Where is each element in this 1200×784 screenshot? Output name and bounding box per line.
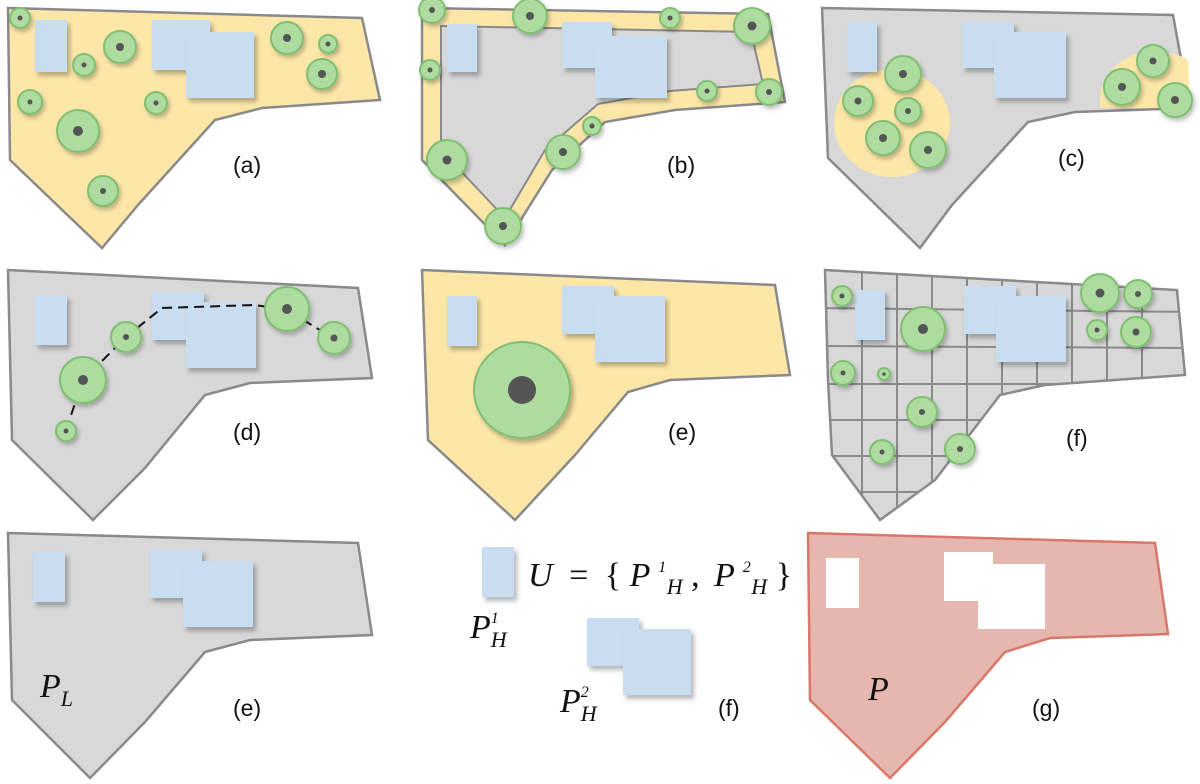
tree [419,59,441,81]
tree [696,80,718,102]
panel-c: (c) [820,6,1193,250]
label-P: P [867,671,889,708]
tree [103,30,137,64]
building-p2b [186,32,254,98]
label-PL: PL [39,668,73,711]
panel-label-d: (d) [233,419,261,445]
building-p1 [847,22,877,72]
tree [900,306,946,352]
tree [1136,44,1170,78]
tree [306,58,338,90]
building-p2b [183,561,253,627]
building-p1 [35,20,67,72]
panel-label-c: (c) [1058,145,1085,171]
tree [582,116,602,136]
tree [317,321,351,355]
panel-label-f-top: (f) [1066,425,1088,451]
legend-equation: U = { P 1 H , P 2 H } [528,543,792,602]
panel-label-f-bottom: (f) [718,695,740,721]
result-polygon [806,531,1170,780]
tree [1103,68,1141,106]
tree [884,55,922,93]
tree [545,134,581,170]
tree [906,396,938,428]
building-p1 [33,552,65,602]
hole-p2 [944,552,1045,629]
panel-a: (a) [6,6,382,250]
parcel-polygon [6,268,374,522]
tree [1157,82,1193,118]
tree [1123,279,1153,309]
building-p1 [447,296,477,346]
legend-building-p2b [623,629,691,695]
tree [418,0,446,24]
tree [865,120,901,156]
tree-group [842,44,1193,169]
tree [1086,319,1108,341]
tree [659,7,681,29]
building-p1 [35,295,67,345]
panel-e-top: (e) [420,268,792,522]
building-p2b [994,32,1066,98]
tree [270,21,304,55]
tree [484,207,522,245]
building-p2b [595,296,665,362]
tree [17,89,43,115]
tree [318,34,338,54]
panel-label-e-bottom: (e) [233,695,261,721]
panel-label-e-top: (e) [668,419,696,445]
building-p2b [595,36,667,98]
building-p1 [855,290,885,340]
building-p2b [996,296,1066,362]
panel-b: (b) [418,0,787,248]
tree [944,433,976,465]
tree-group [418,0,783,245]
panel-g: P (g) [806,531,1170,780]
tree [56,109,100,153]
tree [831,285,853,307]
hole-p1 [826,558,859,608]
tree-group [55,286,351,442]
tree [55,420,77,442]
panel-e-bottom: PL (e) [6,531,374,780]
tree [909,131,947,169]
parcel-polygon [420,268,792,522]
tree [144,91,168,115]
panel-f-top: (f) [823,268,1187,522]
panel-label-g: (g) [1032,695,1060,721]
tree [9,7,31,29]
tree [830,360,856,386]
building-p1 [447,24,477,72]
tree [264,286,310,332]
panel-label-b: (b) [667,152,695,178]
parcel-polygon [6,531,374,780]
tree [842,85,874,117]
legend-building-p1 [482,547,514,597]
tree [87,175,119,207]
building-p2b [186,302,256,368]
tree [733,7,771,45]
tree [755,78,783,106]
tree-group [830,273,1153,465]
tree-group [9,7,338,207]
tree [877,367,891,381]
tree [869,439,895,465]
tree [72,53,96,77]
tree [1120,316,1152,348]
tree [894,97,922,125]
tree [110,321,142,353]
tree [426,139,468,181]
panel-d: (d) [6,268,374,522]
tree [512,0,548,34]
tree [59,356,107,404]
tree [473,341,571,439]
tree [1080,273,1120,313]
panel-label-a: (a) [233,152,261,178]
